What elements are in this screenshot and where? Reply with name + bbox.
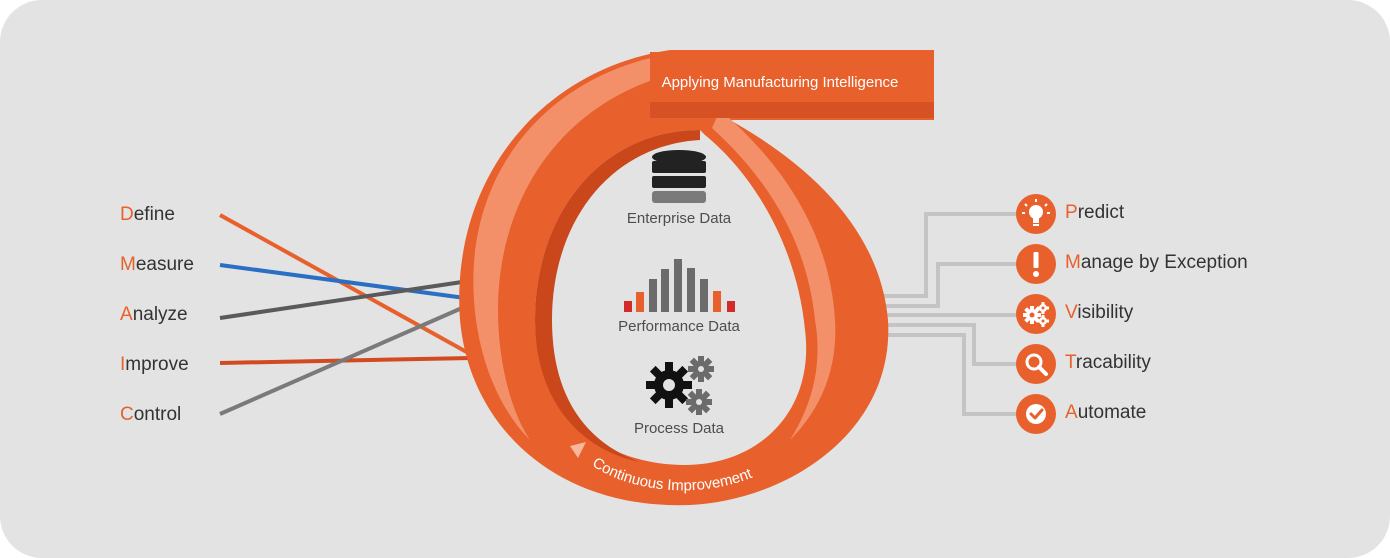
banner-title: Applying Manufacturing Intelligence [661, 74, 899, 91]
dmaic-control: Control [120, 404, 182, 425]
control-line [219, 306, 463, 416]
outcome-predict-label: Predict [1065, 202, 1125, 223]
outcome-visibility: Visibility [1016, 294, 1376, 334]
outcome-tracability: Tracability [1016, 344, 1376, 384]
dmaic-define: Define [120, 204, 175, 225]
exception-connector [880, 262, 1016, 308]
dmaic-improve: Improve [120, 354, 189, 375]
loop-highlight [473, 54, 680, 440]
define-line [219, 213, 473, 357]
outcome-exception: Manage by Exception [1016, 244, 1376, 284]
dmaic-measure: Measure [120, 254, 194, 275]
gears-icon [1016, 294, 1056, 334]
small-gear-bottom-icon [686, 389, 712, 415]
small-gear-top-icon [688, 356, 714, 382]
checkmark-icon [1016, 394, 1056, 434]
process-data-label: Process Data [633, 420, 725, 437]
automate-connector [880, 333, 1016, 416]
measure-line [219, 263, 466, 300]
loop-arrow-icon [570, 442, 586, 458]
outcome-automate: Automate [1016, 394, 1376, 434]
outcome-automate-label: Automate [1065, 402, 1147, 423]
loop-twist [712, 110, 836, 440]
loop-inner [535, 130, 807, 465]
lightbulb-icon [1016, 194, 1056, 234]
performance-data-label: Performance Data [618, 318, 740, 335]
large-gear-icon [646, 362, 692, 408]
outcome-tracability-label: Tracability [1065, 352, 1151, 373]
tracability-connector [880, 323, 1016, 366]
outcome-visibility-label: Visibility [1065, 302, 1134, 323]
dmaic-analyze: Analyze [120, 304, 188, 325]
loop-inner-shade [535, 130, 700, 462]
magnifier-icon [1016, 344, 1056, 384]
analyze-line [219, 280, 463, 320]
outcome-predict: Predict [1016, 194, 1376, 234]
outcome-exception-label: Manage by Exception [1065, 252, 1248, 273]
banner-bar-shade [650, 102, 934, 118]
exclamation-icon [1016, 244, 1056, 284]
enterprise-data-label: Enterprise Data [626, 210, 732, 227]
predict-connector [880, 212, 1016, 298]
